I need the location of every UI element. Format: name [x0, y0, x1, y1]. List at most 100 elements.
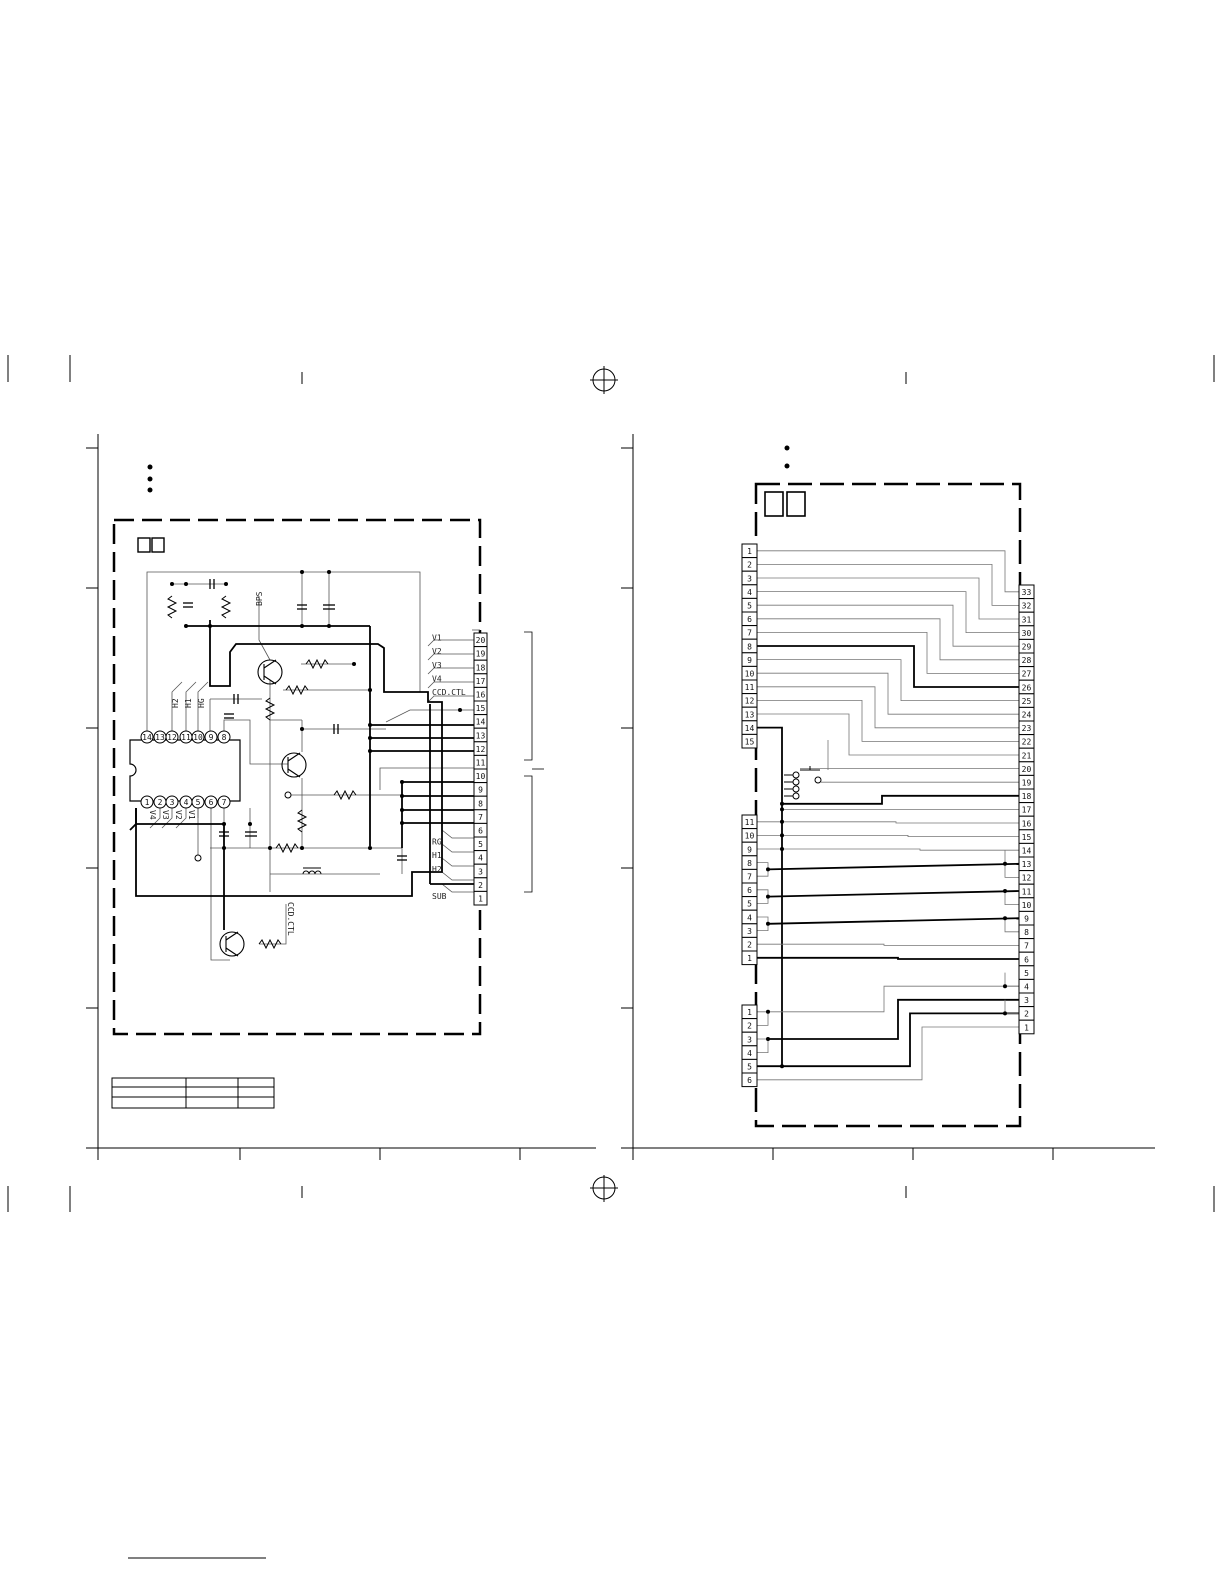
right-junction-dot: [1003, 984, 1007, 989]
right-board-title-box-2: [786, 491, 806, 517]
right-wire-c-pair1: [757, 1011, 769, 1026]
right-conn-b-pin-3: 3: [747, 927, 752, 936]
left-connector-label-18: V3: [432, 661, 442, 670]
left-connector-label-5: RG: [432, 838, 442, 847]
right-wire-a13: [757, 713, 1019, 756]
parts-table: [111, 1077, 275, 1109]
inductor-icon: [302, 867, 322, 875]
right-conn-b-pin-2: 2: [747, 941, 752, 950]
right-junction-dot: [766, 1009, 770, 1014]
right-conn-a-pin-6: 6: [747, 615, 752, 624]
ic-top-pin-14: 14: [142, 733, 152, 742]
connector-brackets: [524, 631, 544, 893]
right-conn-main-pin-9: 9: [1024, 915, 1029, 924]
right-wire-4-3: [1004, 999, 1019, 1014]
right-conn-c-pin-6: 6: [747, 1076, 752, 1085]
right-wire-a8: [757, 645, 1019, 688]
ic-top-pin-12: 12: [167, 733, 177, 742]
right-conn-main-pin-32: 32: [1022, 602, 1032, 611]
left-connector-pin-1: 1: [478, 895, 483, 904]
ic-bottom-pin-circle: [217, 795, 231, 809]
right-wire-b3: [757, 848, 1019, 851]
ic-bottom-label-v4: V4: [148, 810, 157, 820]
left-connector-label-4: H1: [432, 851, 442, 860]
right-wire-b1: [757, 821, 1019, 824]
right-conn-main-pin-28: 28: [1022, 656, 1032, 665]
ic-bottom-pin-1: 1: [145, 798, 150, 807]
ic-top-label-hg: HG: [197, 698, 206, 708]
ic-bottom-pin-circle: [165, 795, 179, 809]
left-connector-pin-8: 8: [478, 799, 483, 808]
right-junction-dot: [780, 807, 784, 812]
ic-bottom-pin-3: 3: [170, 798, 175, 807]
right-conn-main-pin-27: 27: [1022, 670, 1032, 679]
right-conn-main-pin-22: 22: [1022, 738, 1032, 747]
ic-bottom-pin-5: 5: [196, 798, 201, 807]
right-junction-dot: [1003, 889, 1007, 893]
left-capacitors: [183, 579, 407, 861]
right-conn-main-pin-1: 1: [1024, 1023, 1029, 1032]
right-board-title-box-1: [764, 491, 784, 517]
right-conn-main-pin-25: 25: [1022, 697, 1032, 706]
ic-bottom-pin-6: 6: [209, 798, 214, 807]
right-conn-c-pin-2: 2: [747, 1022, 752, 1031]
right-conn-main-pin-20: 20: [1022, 765, 1032, 774]
left-connector-label-19: V2: [432, 647, 442, 656]
right-conn-b-pin-9: 9: [747, 845, 752, 854]
right-conn-main-pin-31: 31: [1022, 615, 1032, 624]
right-junction-dot: [780, 1064, 784, 1069]
left-connector-pin-7: 7: [478, 813, 483, 822]
right-conn-main-pin-7: 7: [1024, 942, 1029, 951]
right-conn-main-pin-12: 12: [1022, 874, 1032, 883]
right-wire-a5: [757, 604, 1019, 647]
right-board-outline: [754, 482, 1022, 1128]
ic-top-label-h1: H1: [184, 698, 193, 708]
left-connector-pin-15: 15: [476, 704, 486, 713]
right-junction-dot: [780, 801, 784, 806]
left-connector-pin-2: 2: [478, 881, 483, 890]
right-conn-a-pin-8: 8: [747, 642, 752, 651]
right-conn-a-pin-10: 10: [745, 670, 755, 679]
left-test-points: [194, 791, 292, 862]
right-wire-a11: [757, 686, 1019, 729]
left-connector-pin-10: 10: [476, 772, 486, 781]
right-junction-dot: [766, 894, 770, 899]
right-wire-b-pair-out: [767, 862, 1020, 871]
page-frame-right: [621, 434, 1155, 1160]
right-conn-main-pin-3: 3: [1024, 996, 1029, 1005]
right-conn-c-pin-1: 1: [747, 1008, 752, 1017]
right-conn-b-pin-1: 1: [747, 954, 752, 963]
left-connector-pin-16: 16: [476, 691, 486, 700]
right-conn-main-pin-17: 17: [1022, 806, 1032, 815]
right-conn-main-pin-26: 26: [1022, 683, 1032, 692]
ic-bottom-pin-circle: [140, 795, 154, 809]
left-connector-label-20: V1: [432, 634, 442, 643]
right-wire-a7: [757, 632, 1019, 674]
left-connector-pin-box: [473, 890, 488, 906]
right-conn-main-pin-4: 4: [1024, 983, 1029, 992]
right-conn-main-pin-14: 14: [1022, 847, 1032, 856]
right-wire-14: [1004, 850, 1019, 865]
right-conn-a-pin-2: 2: [747, 561, 752, 570]
right-junction-dot: [766, 1037, 770, 1041]
right-conn-main-pin-29: 29: [1022, 643, 1032, 652]
right-conn-a-pin-4: 4: [747, 588, 752, 597]
right-conn-b-pin-10: 10: [745, 832, 755, 841]
right-conn-main-pin-19: 19: [1022, 779, 1032, 788]
right-wire-c5: [757, 1012, 1019, 1068]
registration-marks: [7, 355, 1215, 1212]
ic-top-pin-10: 10: [193, 733, 203, 742]
left-transistors: [219, 659, 307, 957]
right-junction-dot: [780, 847, 784, 851]
right-wire-b-pair-return: [1004, 863, 1019, 878]
right-conn-main-pin-8: 8: [1024, 928, 1029, 937]
left-connector-pin-17: 17: [476, 677, 486, 686]
right-conn-a-pin-13: 13: [745, 710, 755, 719]
left-connector-pin-20: 20: [476, 636, 486, 645]
right-conn-main-pin-2: 2: [1024, 1010, 1029, 1019]
right-conn-main-pin-18: 18: [1022, 792, 1032, 801]
